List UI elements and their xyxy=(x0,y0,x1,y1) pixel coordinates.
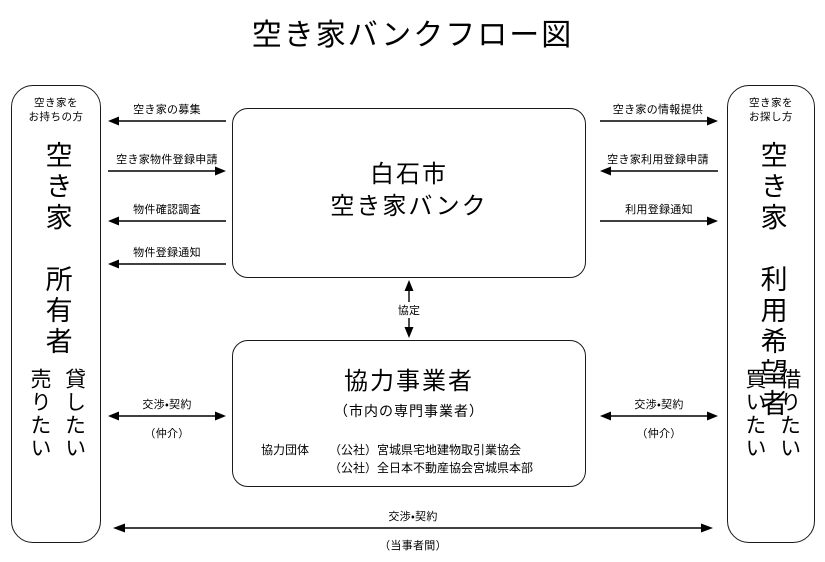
page-title: 空き家バンクフロー図 xyxy=(251,19,574,52)
akiya-bank-box: 白石市 空き家バンク xyxy=(232,108,586,278)
left-party-header: 空き家を お持ちの方 xyxy=(12,96,100,124)
agreement-arrow-label: 協定 xyxy=(383,302,435,318)
right-party-wish-borrow: 借りたい xyxy=(777,368,801,460)
akiya-bank-title: 白石市 空き家バンク xyxy=(233,159,585,222)
right-arrow-0 xyxy=(600,116,718,126)
right-arrow-label-1: 空き家利用登録申請 xyxy=(607,154,709,166)
partner-group-label: 協力団体 xyxy=(261,443,310,457)
partner-company-box: 協力事業者 （市内の専門事業者） 協力団体 （公社）宮城県宅地建物取引業協会 （… xyxy=(232,340,586,487)
right-party-wishes: 借りたい 買いたい xyxy=(728,368,814,460)
left-arrow-label-2: 物件確認調査 xyxy=(133,204,201,216)
partner-group-items: （公社）宮城県宅地建物取引業協会 （公社）全日本不動産協会宮城県本部 xyxy=(329,441,533,477)
right-arrow-label-0: 空き家の情報提供 xyxy=(612,104,704,116)
left-arrow-0 xyxy=(108,116,226,126)
partner-group-item-0: （公社）宮城県宅地建物取引業協会 xyxy=(329,443,522,457)
left-arrow-label-1: 空き家物件登録申請 xyxy=(116,154,218,166)
right-arrow-2 xyxy=(600,216,718,226)
left-deal-arrow-sub: （仲介） xyxy=(144,428,190,440)
akiya-bank-title-line1: 白石市 xyxy=(370,161,448,188)
left-arrow-label-3: 物件登録通知 xyxy=(133,247,201,259)
right-party-box: 空き家を お探し方 空き家 利用希望者 借りたい 買いたい xyxy=(727,85,815,543)
partner-company-subtitle: （市内の専門事業者） xyxy=(334,403,484,419)
right-party-wish-buy: 買いたい xyxy=(743,368,766,460)
right-arrow-1 xyxy=(600,166,718,176)
left-arrow-2 xyxy=(108,216,226,226)
partner-group-item-1: （公社）全日本不動産協会宮城県本部 xyxy=(329,461,534,475)
left-deal-arrow-label: 交渉・契約 xyxy=(142,399,192,411)
left-party-wishes: 貸したい 売りたい xyxy=(12,368,100,460)
left-party-role: 空き家 所有者 xyxy=(12,141,100,358)
right-deal-arrow-label: 交渉・契約 xyxy=(634,399,684,411)
left-party-role-text: 空き家 所有者 xyxy=(41,141,72,358)
left-party-box: 空き家を お持ちの方 空き家 所有者 貸したい 売りたい xyxy=(11,85,101,543)
bottom-arrow-label: 交渉・契約 xyxy=(388,511,438,523)
right-party-header-line2: お探し方 xyxy=(749,111,793,124)
bottom-arrow xyxy=(113,523,713,533)
right-party-role: 空き家 利用希望者 xyxy=(728,141,814,420)
left-party-header-line2: お持ちの方 xyxy=(28,111,84,124)
left-arrow-1 xyxy=(108,166,226,176)
right-deal-arrow xyxy=(600,411,718,421)
right-deal-arrow-sub: （仲介） xyxy=(636,428,682,440)
left-arrow-3 xyxy=(108,259,226,269)
left-deal-arrow xyxy=(108,411,226,421)
partner-company-title: 協力事業者 xyxy=(344,368,474,395)
right-party-header: 空き家を お探し方 xyxy=(728,96,814,124)
left-party-header-line1: 空き家を xyxy=(34,97,78,109)
partner-group-block: 協力団体 （公社）宮城県宅地建物取引業協会 （公社）全日本不動産協会宮城県本部 xyxy=(261,441,533,477)
right-party-role-text: 空き家 利用希望者 xyxy=(756,141,787,420)
right-arrow-label-2: 利用登録通知 xyxy=(625,204,693,216)
akiya-bank-title-line2: 空き家バンク xyxy=(330,192,488,220)
bottom-arrow-sub: （当事者間） xyxy=(379,540,447,552)
left-arrow-label-0: 空き家の募集 xyxy=(133,104,201,116)
left-party-wish-sell: 売りたい xyxy=(28,368,51,460)
left-party-wish-rent: 貸したい xyxy=(62,368,86,460)
right-party-header-line1: 空き家を xyxy=(749,97,793,109)
